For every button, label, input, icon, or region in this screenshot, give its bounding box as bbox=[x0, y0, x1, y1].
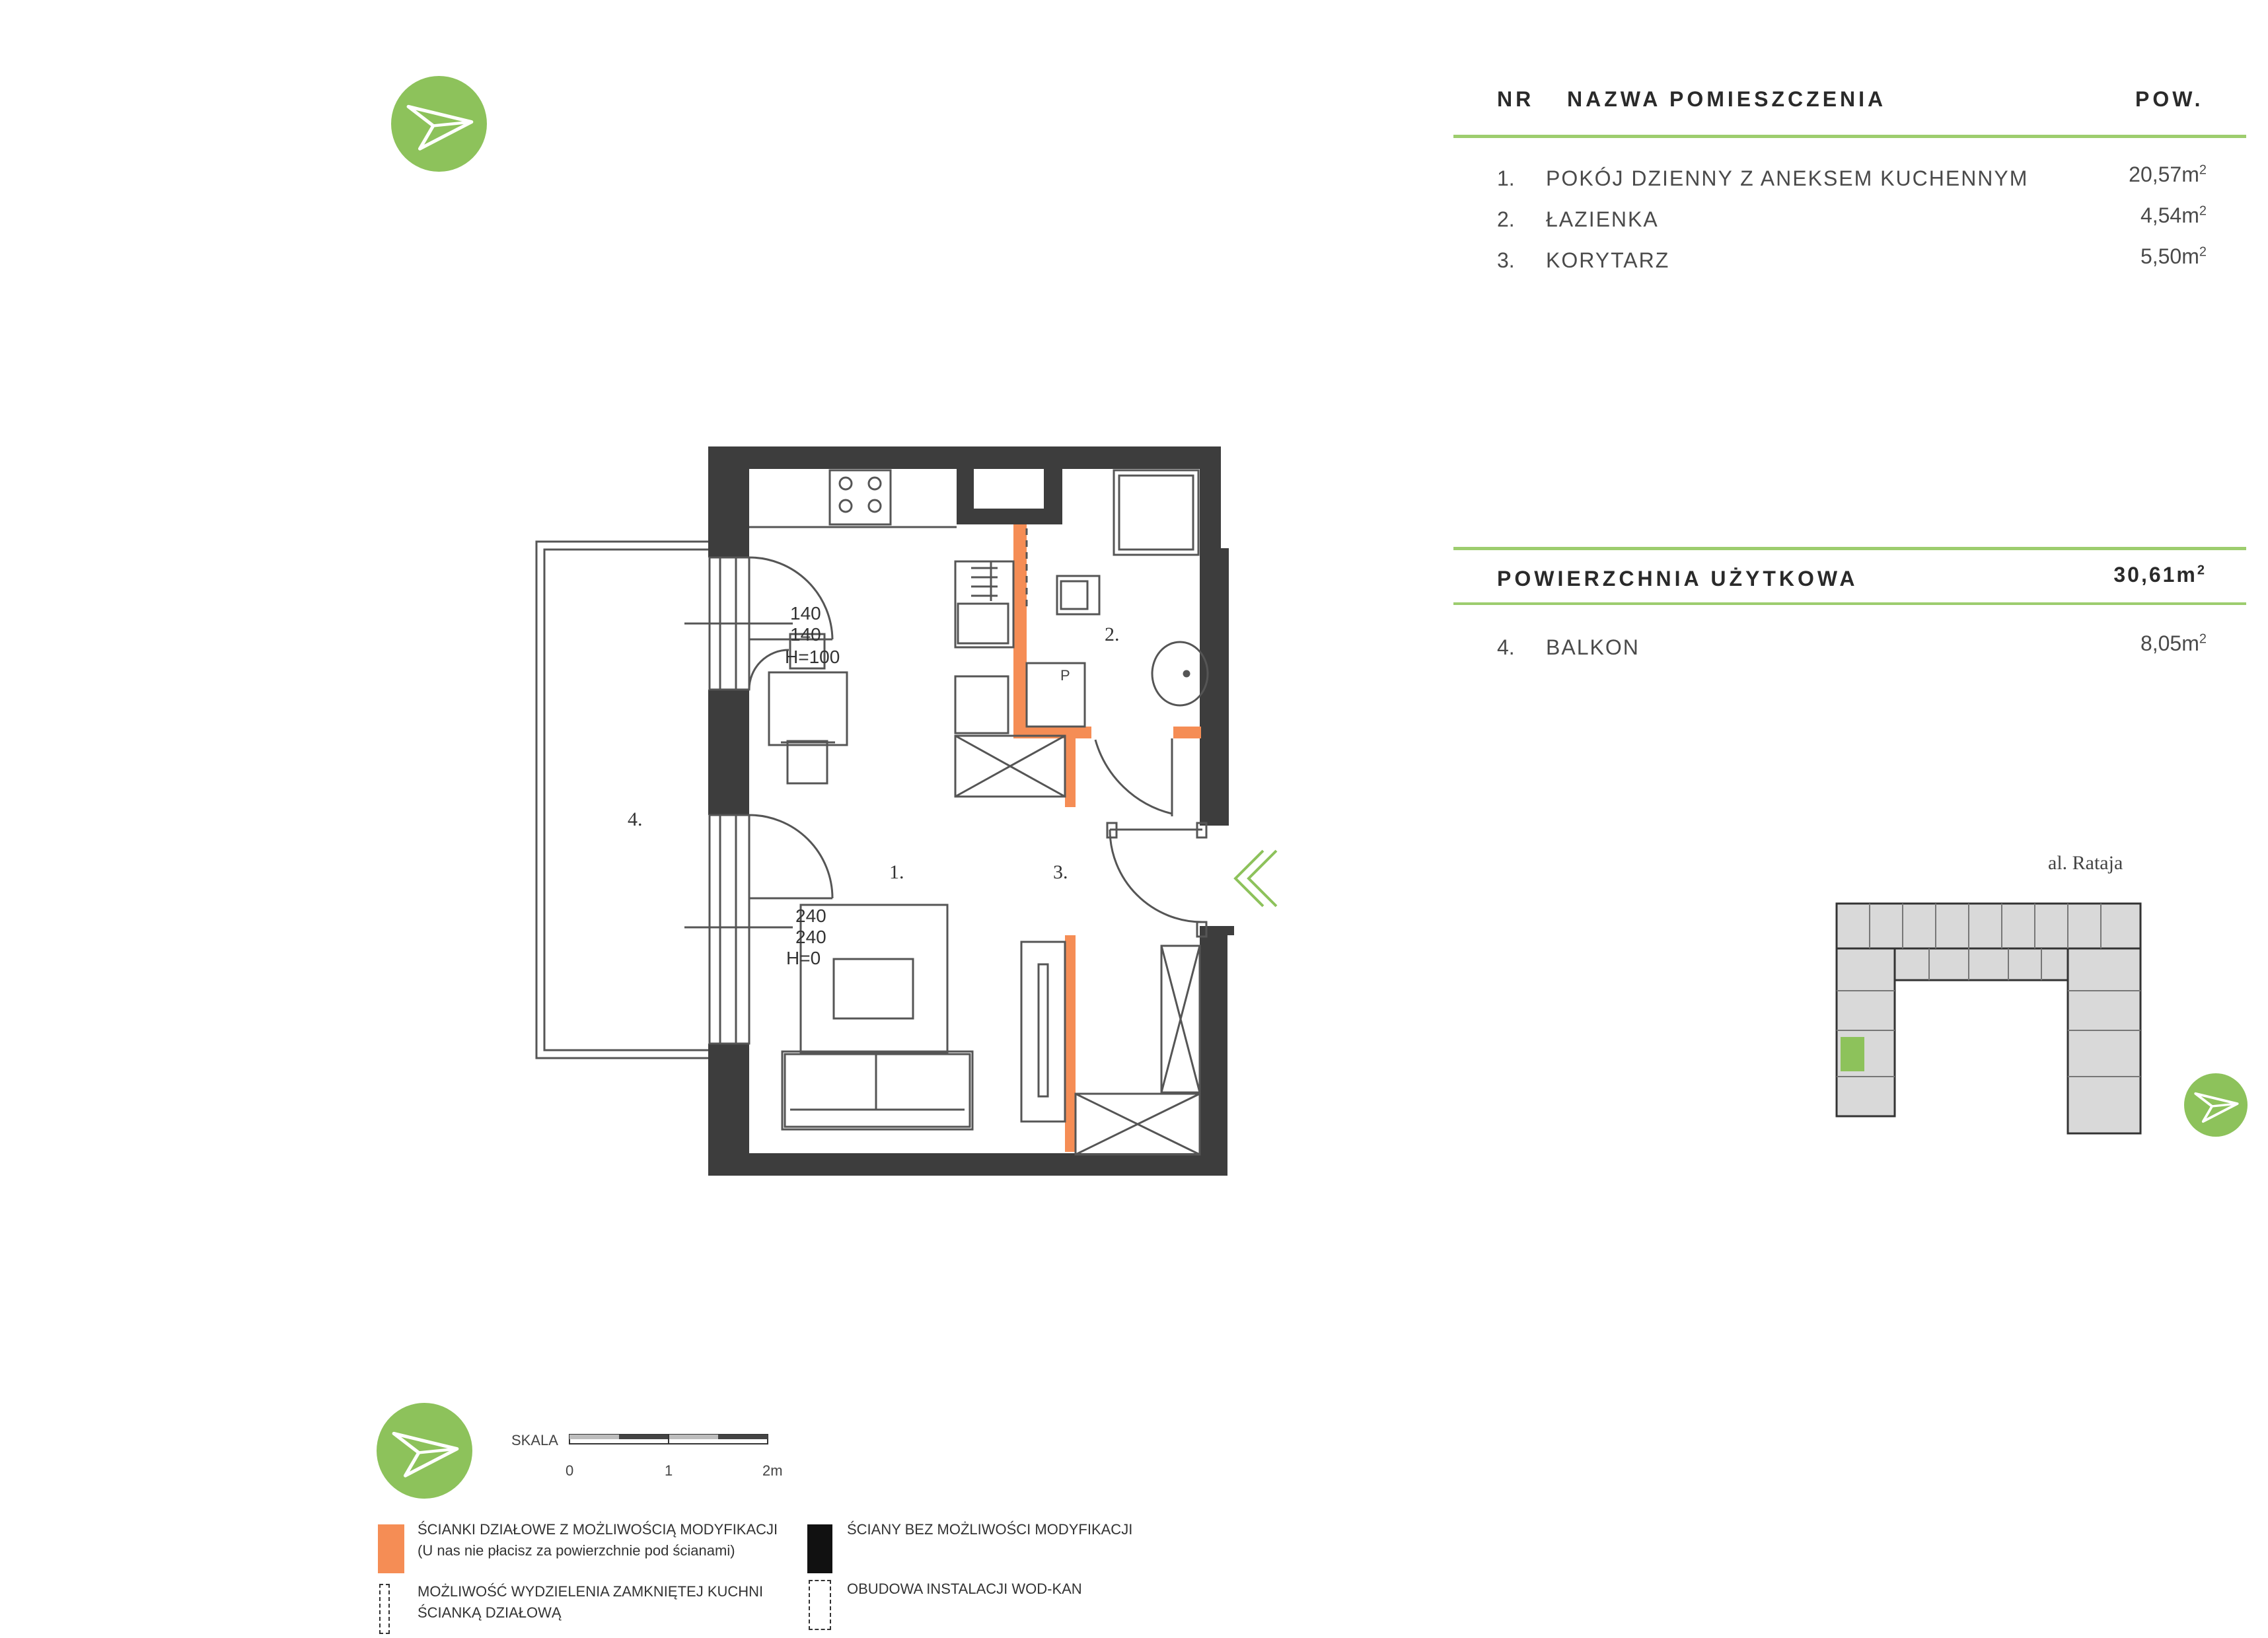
scale-tick: 1 bbox=[665, 1462, 673, 1479]
total-area: 30,61m2 bbox=[2113, 563, 2207, 587]
window-height-label: H=100 bbox=[785, 647, 840, 667]
header-nr: NR bbox=[1497, 87, 1535, 111]
kitchen-counter bbox=[749, 469, 957, 528]
window-height-label: H=0 bbox=[786, 948, 821, 968]
row-number: 2. bbox=[1497, 207, 1515, 231]
legend-item: ŚCIANY BEZ MOŻLIWOŚCI MODYFIKACJI bbox=[847, 1519, 1132, 1540]
living-furniture bbox=[781, 904, 974, 1131]
room-label-1: 1. bbox=[889, 861, 904, 883]
structural-walls bbox=[708, 446, 1234, 1176]
legend-item: MOŻLIWOŚĆ WYDZIELENIA ZAMKNIĘTEJ KUCHNI … bbox=[418, 1581, 763, 1623]
legend-text: ŚCIANY BEZ MOŻLIWOŚCI MODYFIKACJI bbox=[847, 1521, 1133, 1538]
row-number: 1. bbox=[1497, 166, 1515, 190]
row-room-name: BALKON bbox=[1546, 635, 1640, 659]
legend-text: MOŻLIWOŚĆ WYDZIELENIA ZAMKNIĘTEJ KUCHNI bbox=[418, 1583, 764, 1600]
street-label: al. Rataja bbox=[2048, 852, 2123, 874]
kitchen-cabinets bbox=[954, 528, 1066, 798]
row-number: 3. bbox=[1497, 248, 1515, 272]
window-width-label: 240 bbox=[795, 927, 826, 947]
window-width-label: 140 bbox=[790, 603, 821, 623]
legend-swatch-structural bbox=[807, 1524, 832, 1573]
header-divider bbox=[1453, 135, 2246, 138]
window-width-label: 140 bbox=[790, 624, 821, 645]
wardrobe bbox=[1020, 941, 1201, 1156]
legend-text: OBUDOWA INSTALACJI WOD-KAN bbox=[847, 1581, 1082, 1597]
row-room-name: POKÓJ DZIENNY Z ANEKSEM KUCHENNYM bbox=[1546, 166, 2029, 190]
window-width-label: 240 bbox=[795, 906, 826, 926]
bathroom-fixtures bbox=[1025, 469, 1209, 728]
paper-plane-arrow-icon bbox=[2194, 1092, 2239, 1123]
header-area: POW. bbox=[2135, 87, 2204, 111]
row-room-name: ŁAZIENKA bbox=[1546, 207, 1659, 231]
paper-plane-arrow-icon bbox=[392, 1431, 459, 1478]
legend-swatch-modifiable bbox=[378, 1524, 404, 1573]
total-top-divider bbox=[1453, 547, 2246, 550]
paper-plane-arrow-icon bbox=[406, 104, 474, 151]
scale-label: SKALA bbox=[511, 1432, 558, 1448]
scale-graphic bbox=[569, 1434, 768, 1444]
legend-swatch-installation bbox=[809, 1580, 831, 1630]
doors bbox=[1094, 738, 1208, 938]
legend-text: ŚCIANKI DZIAŁOWE Z MOŻLIWOŚCIĄ MODYFIKAC… bbox=[418, 1521, 778, 1538]
scale-tick: 2m bbox=[762, 1462, 783, 1479]
row-area: 20,57m2 bbox=[2129, 162, 2207, 186]
bottom-north-badge bbox=[377, 1403, 472, 1499]
room-label-4: 4. bbox=[628, 808, 643, 830]
row-room-name: KORYTARZ bbox=[1546, 248, 1670, 272]
balcony-windows bbox=[684, 556, 834, 1045]
room-label-2: 2. bbox=[1105, 623, 1120, 645]
total-bottom-divider bbox=[1453, 602, 2246, 605]
site-key-plan bbox=[1835, 902, 2142, 1135]
site-north-badge bbox=[2184, 1073, 2248, 1137]
row-number: 4. bbox=[1497, 635, 1515, 659]
total-label: POWIERZCHNIA UŻYTKOWA bbox=[1497, 567, 1858, 590]
balcony bbox=[535, 540, 711, 1059]
room-label-3: 3. bbox=[1053, 861, 1068, 883]
legend-swatch-kitchen bbox=[379, 1584, 390, 1634]
legend-text: (U nas nie płacisz za powierzchnie pod ś… bbox=[418, 1542, 735, 1559]
row-area: 4,54m2 bbox=[2140, 203, 2207, 227]
legend-item: OBUDOWA INSTALACJI WOD-KAN bbox=[847, 1579, 1082, 1600]
row-area: 5,50m2 bbox=[2140, 244, 2207, 268]
scale-tick: 0 bbox=[566, 1462, 574, 1479]
dining-set bbox=[768, 633, 848, 785]
row-area: 8,05m2 bbox=[2140, 631, 2207, 655]
double-chevron-left-icon bbox=[1233, 849, 1278, 908]
legend-item: ŚCIANKI DZIAŁOWE Z MOŻLIWOŚCIĄ MODYFIKAC… bbox=[418, 1519, 778, 1561]
header-room-name: NAZWA POMIESZCZENIA bbox=[1567, 87, 1887, 111]
north-arrow-badge bbox=[391, 76, 487, 172]
modifiable-walls bbox=[1013, 524, 1201, 1152]
bath-fixture-label: P bbox=[1060, 667, 1070, 684]
legend-text: ŚCIANKĄ DZIAŁOWĄ bbox=[418, 1604, 562, 1621]
